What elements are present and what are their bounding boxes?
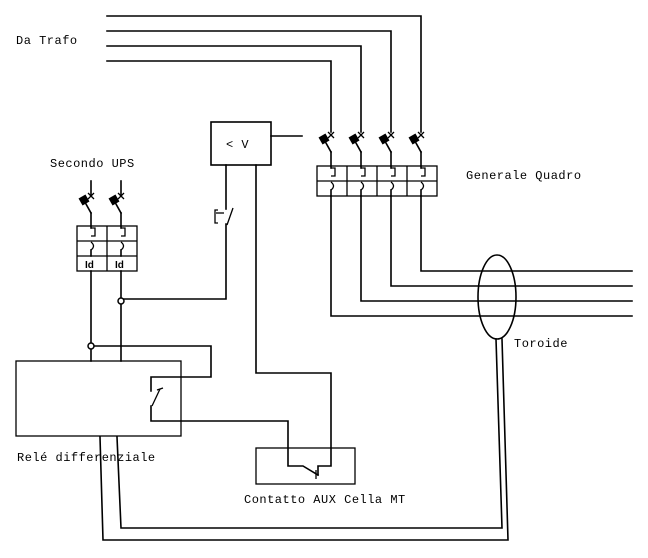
uv-lead-right xyxy=(255,164,332,476)
relay-contact xyxy=(150,387,320,477)
ups-breaker-pole xyxy=(78,180,96,257)
label-generale-quadro: Generale Quadro xyxy=(466,169,582,183)
main-breaker-pole xyxy=(318,131,336,197)
toroid-wire-a xyxy=(116,338,503,529)
main-breaker-pole xyxy=(408,131,426,197)
trafo-line-n xyxy=(106,60,332,133)
uv-lead-to-ups xyxy=(120,223,227,300)
label-toroide: Toroide xyxy=(514,337,568,351)
label-secondo-ups: Secondo UPS xyxy=(50,157,135,171)
pushbutton-contact xyxy=(214,207,234,226)
out-line-l1 xyxy=(420,195,633,272)
ups-pole-mark: Id xyxy=(85,260,94,271)
trafo-lines xyxy=(106,15,422,133)
out-line-l2 xyxy=(390,195,633,287)
undervoltage-relay xyxy=(210,121,272,166)
aux-contact-box xyxy=(255,447,356,485)
main-breaker xyxy=(316,131,438,197)
out-line-l3 xyxy=(360,195,633,302)
toroid-wire-b xyxy=(99,338,509,541)
ups-breaker: Id Id xyxy=(76,180,138,272)
toroid xyxy=(477,254,517,340)
junction-node xyxy=(117,297,125,305)
label-rele-differenziale: Relé differenziale xyxy=(17,451,156,465)
ups-breaker-pole xyxy=(108,180,126,257)
relay-contact-feed xyxy=(90,345,212,392)
junction-node xyxy=(87,342,95,350)
label-contatto-aux: Contatto AUX Cella MT xyxy=(244,493,406,507)
trafo-line-l3 xyxy=(106,45,362,133)
out-line-n xyxy=(330,195,633,317)
outgoing-lines xyxy=(330,195,633,317)
differential-relay xyxy=(15,360,182,437)
label-undervoltage: < V xyxy=(226,138,249,152)
trafo-line-l2 xyxy=(106,30,392,133)
main-breaker-pole xyxy=(378,131,396,197)
ups-pole-mark: Id xyxy=(115,260,124,271)
trafo-line-l1 xyxy=(106,15,422,133)
label-da-trafo: Da Trafo xyxy=(16,34,78,48)
main-breaker-pole xyxy=(348,131,366,197)
